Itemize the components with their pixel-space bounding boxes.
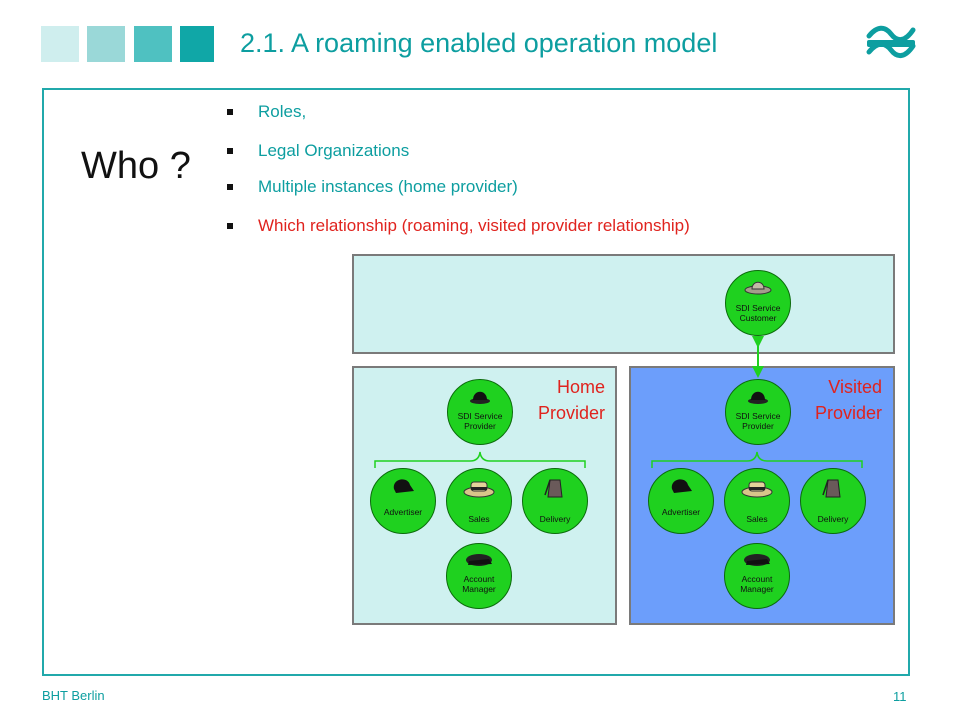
bullet-item: Legal Organizations — [227, 141, 409, 161]
slide-title: 2.1. A roaming enabled operation model — [240, 28, 718, 58]
header-decoration-block — [41, 26, 79, 62]
role-label: Customer — [739, 313, 777, 323]
bullet-text: Which relationship (roaming, visited pro… — [258, 216, 690, 235]
role-visited-delivery: Delivery — [800, 468, 866, 534]
role-sdi-service-customer: SDI Service Customer — [725, 270, 791, 336]
home-label-line: Provider — [537, 403, 605, 423]
role-label: SDI Service — [457, 411, 503, 421]
bullet-text: Multiple instances (home provider) — [258, 177, 518, 196]
visited-roles-brace — [651, 451, 863, 468]
role-label: Sales — [468, 514, 490, 524]
straw-hat-icon — [463, 481, 495, 498]
role-home-sdi-service-provider: SDI Service Provider — [447, 379, 513, 445]
role-visited-account-manager: Account Manager — [724, 543, 790, 609]
footer-organization: BHT Berlin — [42, 688, 105, 703]
header-decoration-block — [134, 26, 172, 62]
bullet-square-icon — [227, 147, 233, 154]
bullet-square-icon — [227, 183, 233, 190]
straw-hat-icon — [741, 481, 773, 498]
role-label: Delivery — [539, 514, 571, 524]
role-label: Advertiser — [661, 507, 701, 517]
who-heading: Who ? — [81, 145, 191, 187]
bullet-text: Legal Organizations — [258, 141, 410, 160]
wave-logo-icon — [866, 25, 916, 58]
bowler-hat-icon — [748, 391, 768, 404]
visited-provider-label: Visited Provider — [796, 374, 882, 426]
role-visited-sdi-service-provider: SDI Service Provider — [725, 379, 791, 445]
fez-hat-icon — [822, 479, 841, 498]
page-number: 11 — [893, 689, 907, 704]
ranger-hat-icon — [744, 281, 772, 295]
role-label: Account — [741, 574, 773, 584]
role-visited-sales: Sales — [724, 468, 790, 534]
bullet-square-icon — [227, 108, 233, 115]
bullet-item: Roles, — [227, 102, 306, 122]
role-label: Sales — [746, 514, 768, 524]
header-decoration-block — [87, 26, 125, 62]
cap-icon — [671, 479, 692, 493]
customer-region — [352, 254, 895, 354]
bullet-square-icon — [227, 222, 233, 229]
role-home-sales: Sales — [446, 468, 512, 534]
role-label: Manager — [462, 584, 496, 594]
content-frame — [42, 88, 910, 676]
role-label: Advertiser — [383, 507, 423, 517]
bullet-item-highlighted: Which relationship (roaming, visited pro… — [227, 216, 690, 236]
role-label: SDI Service — [735, 303, 781, 313]
fez-hat-icon — [544, 479, 563, 498]
bowler-hat-icon — [470, 391, 490, 404]
cap-icon — [393, 479, 414, 493]
role-label: Provider — [742, 421, 774, 431]
visited-label-line: Provider — [814, 403, 882, 423]
role-home-advertiser: Advertiser — [370, 468, 436, 534]
role-visited-advertiser: Advertiser — [648, 468, 714, 534]
home-label-line: Home — [556, 377, 605, 397]
pilot-cap-icon — [744, 554, 770, 566]
role-label: Delivery — [817, 514, 849, 524]
role-label: Provider — [464, 421, 496, 431]
role-label: Manager — [740, 584, 774, 594]
visited-label-line: Visited — [828, 377, 882, 397]
bullet-text: Roles, — [258, 102, 307, 121]
home-roles-brace — [374, 451, 586, 468]
role-label: SDI Service — [735, 411, 781, 421]
bullet-item: Multiple instances (home provider) — [227, 177, 518, 197]
home-provider-label: Home Provider — [520, 374, 605, 426]
role-home-account-manager: Account Manager — [446, 543, 512, 609]
role-label: Account — [463, 574, 495, 584]
pilot-cap-icon — [466, 554, 492, 566]
header-decoration-block — [180, 26, 214, 62]
role-home-delivery: Delivery — [522, 468, 588, 534]
